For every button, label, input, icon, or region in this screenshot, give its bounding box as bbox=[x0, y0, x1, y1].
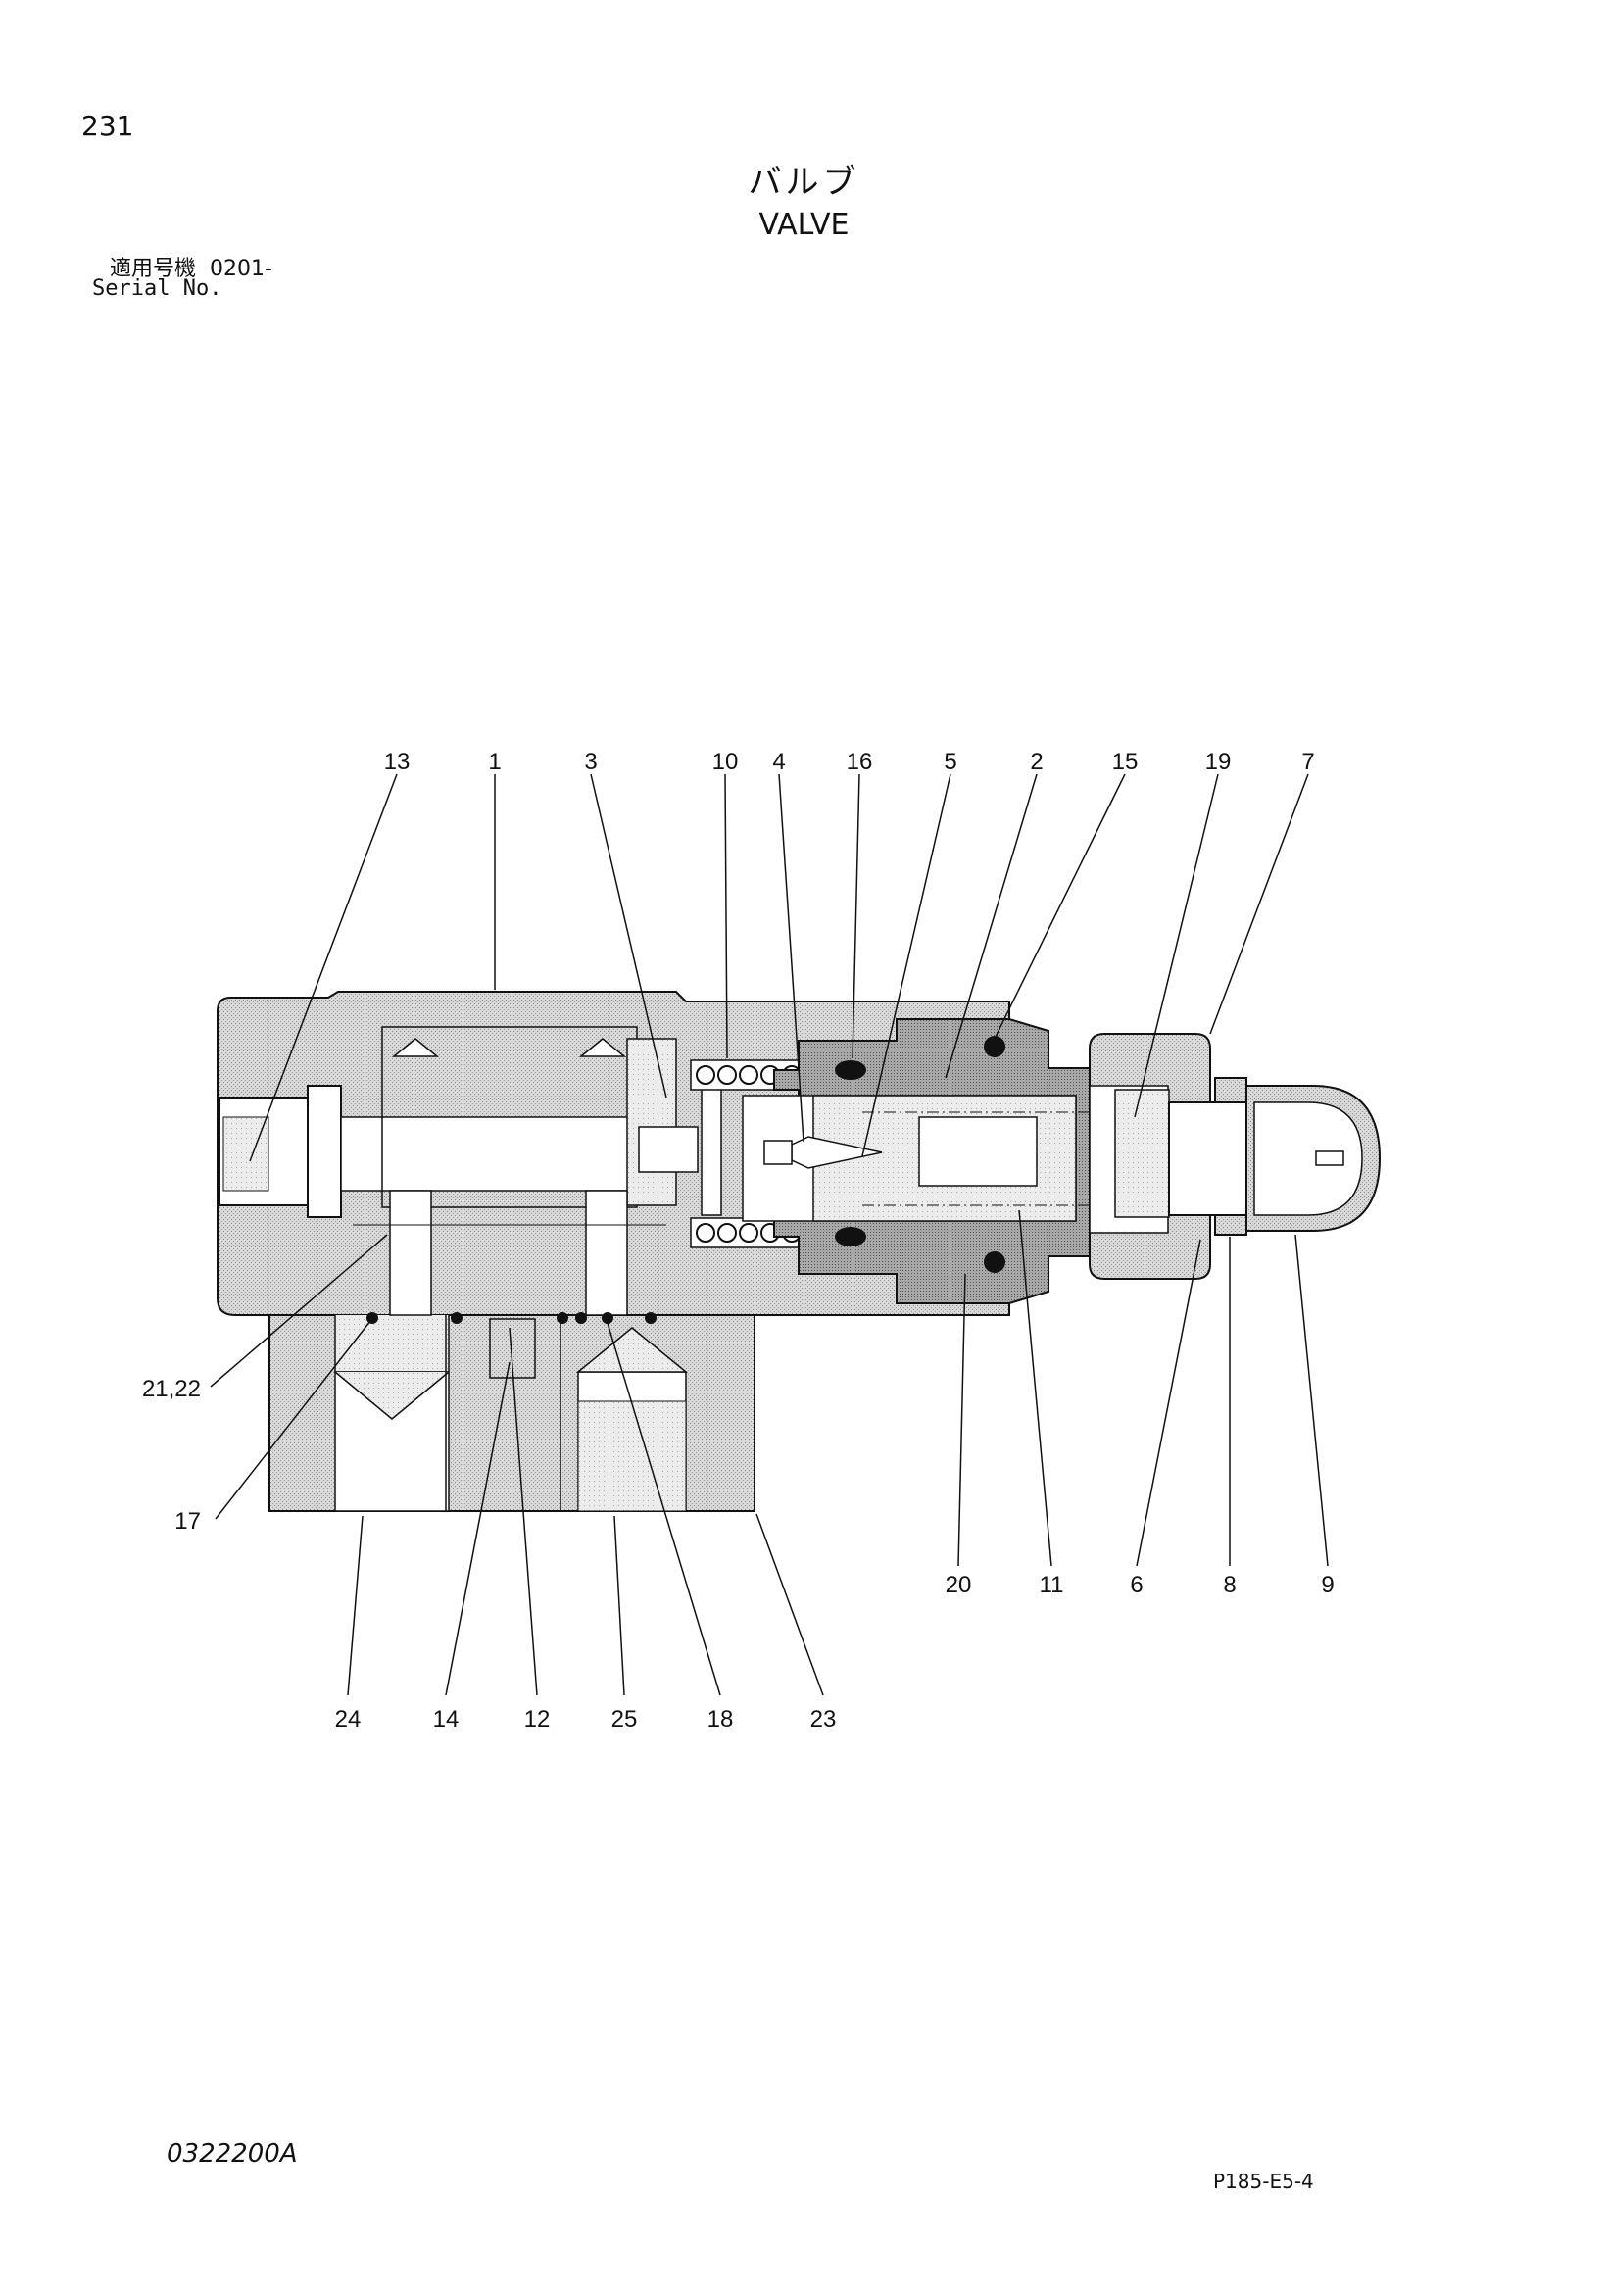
serial-label-jp-text: 適用号機 bbox=[110, 257, 197, 281]
callout-25: 25 bbox=[611, 1706, 638, 1733]
callout-4: 4 bbox=[772, 749, 785, 775]
callout-9: 9 bbox=[1321, 1572, 1334, 1598]
passages bbox=[353, 1190, 666, 1316]
title-japanese: バルブ bbox=[748, 163, 860, 202]
callout-3: 3 bbox=[584, 749, 597, 775]
serial-label-english: Serial No. bbox=[92, 276, 222, 301]
callout-17: 17 bbox=[174, 1508, 201, 1535]
adjusting-nut bbox=[1089, 1033, 1382, 1280]
callout-10: 10 bbox=[712, 749, 739, 775]
callout-2: 2 bbox=[1030, 749, 1043, 775]
callout-24: 24 bbox=[335, 1706, 362, 1733]
callout-15: 15 bbox=[1112, 749, 1139, 775]
callout-16: 16 bbox=[847, 749, 873, 775]
page-code: P185-E5-4 bbox=[1213, 2170, 1314, 2193]
callout-12: 12 bbox=[524, 1706, 551, 1733]
spool bbox=[340, 1026, 722, 1216]
callout-20: 20 bbox=[946, 1572, 972, 1598]
page-number: 231 bbox=[81, 110, 134, 142]
callout-11: 11 bbox=[1040, 1572, 1064, 1598]
callout-labels: 13 1 3 10 4 16 5 2 15 19 7 21,22 17 20 1… bbox=[142, 749, 1335, 1733]
callout-8: 8 bbox=[1223, 1572, 1236, 1598]
serial-label-japanese: 適用号機 0201- bbox=[110, 251, 272, 282]
callout-6: 6 bbox=[1130, 1572, 1143, 1598]
plug bbox=[219, 1085, 342, 1218]
callout-5: 5 bbox=[944, 749, 956, 775]
serial-number-value: 0201- bbox=[210, 257, 272, 281]
title-english: VALVE bbox=[758, 208, 850, 242]
callout-21-22: 21,22 bbox=[142, 1376, 201, 1402]
callout-7: 7 bbox=[1301, 749, 1314, 775]
callout-13: 13 bbox=[384, 749, 411, 775]
callout-14: 14 bbox=[433, 1706, 460, 1733]
leader-lines bbox=[210, 773, 1329, 1696]
drawing-code: 0322200A bbox=[167, 2139, 298, 2169]
callout-23: 23 bbox=[810, 1706, 837, 1733]
callout-19: 19 bbox=[1205, 749, 1232, 775]
callout-18: 18 bbox=[707, 1706, 734, 1733]
manifold-block bbox=[268, 1314, 755, 1512]
callout-1: 1 bbox=[488, 749, 501, 775]
